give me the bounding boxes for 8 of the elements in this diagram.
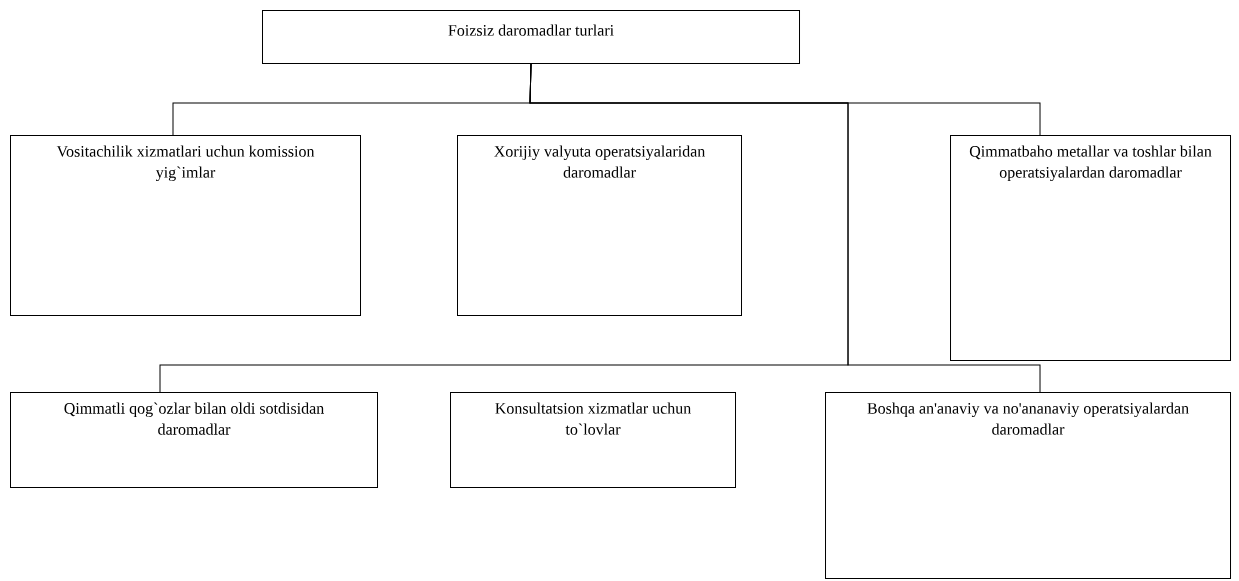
connector-line <box>529 63 1041 393</box>
category-box: Qimmatbaho metallar va toshlar bilan operatsiyalardan daromadlar <box>950 135 1231 361</box>
category-box: Xorijiy valyuta operatsiyalaridan daromadlar <box>457 135 742 316</box>
category-box: Konsultatsion xizmatlar uchun to`lovlar <box>450 392 736 488</box>
category-box: Foizsiz daromadlar turlari <box>262 10 800 64</box>
category-box: Boshqa an'anaviy va no'ananaviy operatsiyalardan daromadlar <box>825 392 1231 579</box>
category-box: Qimmatli qog`ozlar bilan oldi sotdisidan daromadlar <box>10 392 378 488</box>
category-box: Vositachilik xizmatlari uchun komission yig`imlar <box>10 135 361 316</box>
